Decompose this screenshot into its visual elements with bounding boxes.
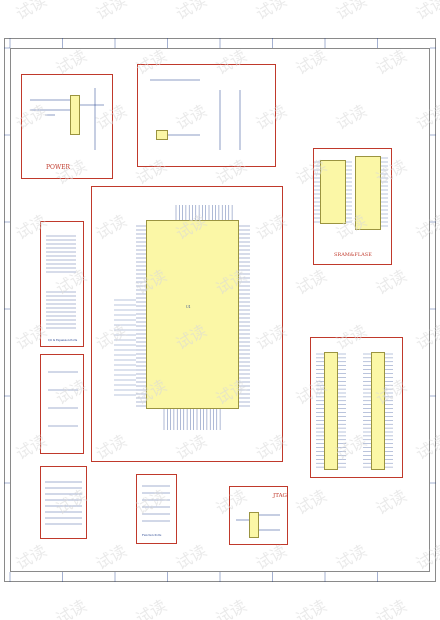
led-key-block bbox=[40, 354, 84, 454]
jtag-block-title: JTAG bbox=[273, 493, 287, 499]
sheet-inner-frame bbox=[10, 48, 430, 572]
mcu-chip-label: U1 bbox=[186, 305, 191, 309]
mcu-chip bbox=[146, 220, 239, 409]
sram-chip bbox=[320, 160, 346, 224]
jtag-connector bbox=[249, 512, 259, 538]
connector-block bbox=[40, 466, 87, 539]
io-block-label: I/O & Expansion Ports bbox=[48, 339, 78, 342]
sram-flash-block-title: SRAM&FLASE bbox=[334, 252, 372, 258]
io-block bbox=[40, 221, 84, 347]
power-block bbox=[21, 74, 113, 179]
function-block bbox=[136, 474, 177, 544]
clock-reset-block bbox=[137, 64, 276, 167]
oscillator-chip bbox=[156, 130, 168, 140]
expansion-header-right bbox=[371, 352, 385, 470]
power-block-title: POWER bbox=[46, 164, 71, 171]
flash-chip bbox=[355, 156, 381, 230]
power-regulator-chip bbox=[70, 95, 80, 135]
expansion-header-left bbox=[324, 352, 338, 470]
function-block-label: Function Ports bbox=[142, 534, 162, 537]
